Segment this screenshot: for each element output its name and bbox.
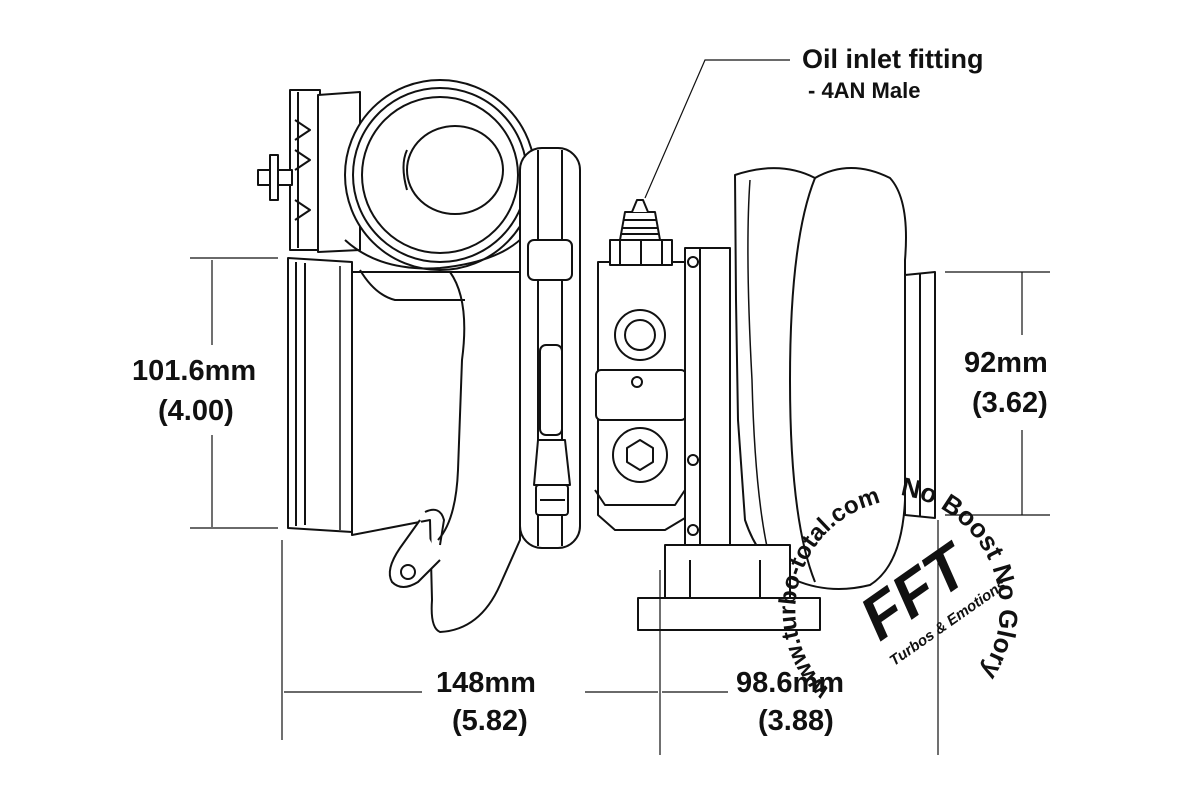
turbine-outlet-mm: 92mm: [964, 347, 1048, 379]
compressor-inlet-in: (4.00): [158, 395, 234, 427]
center-housing: [594, 199, 691, 531]
compressor-length-mm: 148mm: [436, 667, 536, 699]
turbine-housing: [637, 167, 936, 631]
oil-inlet-title: Oil inlet fitting: [802, 44, 983, 74]
center-flange: [519, 147, 581, 549]
turbine-length-in: (3.88): [758, 705, 834, 737]
turbine-length-mm: 98.6mm: [736, 667, 844, 699]
compressor-length-in: (5.82): [452, 705, 528, 737]
compressor-outlet: [257, 79, 536, 271]
compressor-inlet-mm: 101.6mm: [132, 355, 256, 387]
oil-inlet-callout: Oil inlet fitting - 4AN Male: [802, 44, 983, 103]
compressor-housing: [287, 257, 521, 633]
turbine-outlet-in: (3.62): [972, 387, 1048, 419]
dimension-lines: [190, 59, 1050, 755]
oil-inlet-spec: - 4AN Male: [808, 78, 920, 103]
dimension-labels: 101.6mm (4.00) 92mm (3.62) 148mm (5.82) …: [132, 347, 1048, 737]
